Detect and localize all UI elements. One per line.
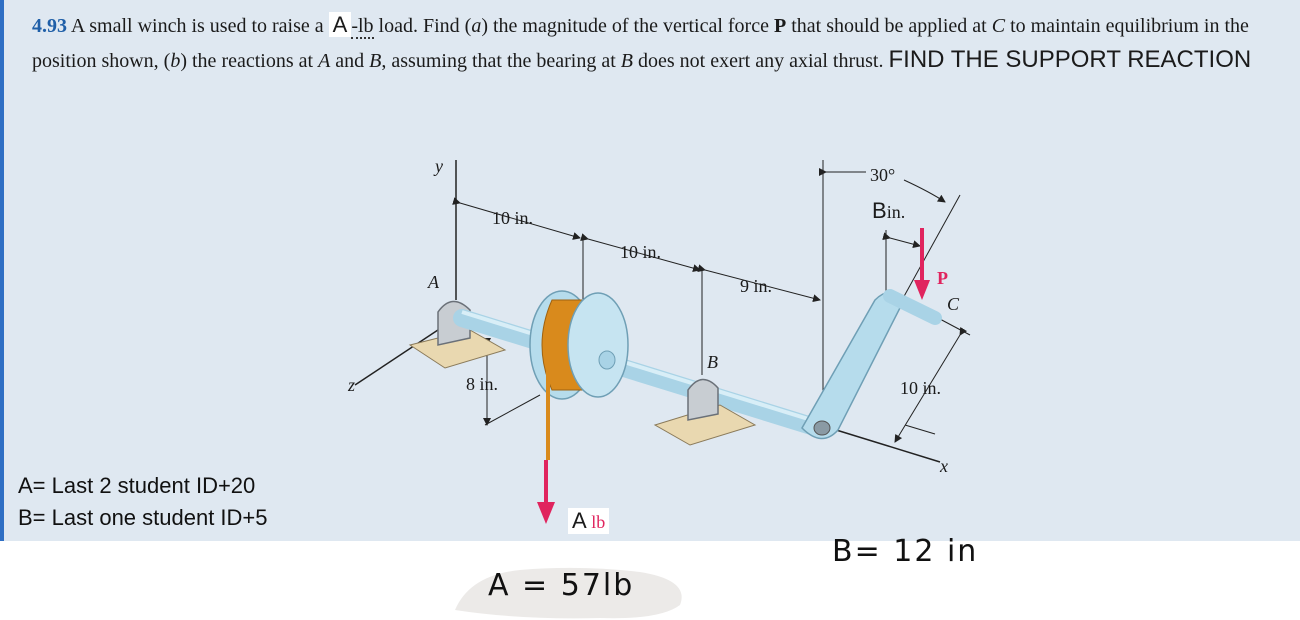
dim-label-10: 10 in. — [900, 378, 942, 398]
crank-length-label: Bin. — [872, 198, 906, 223]
problem-statement: 4.93 A small winch is used to raise a A-… — [32, 12, 1252, 73]
crank-handle — [883, 289, 942, 325]
drum-right-flange — [567, 292, 629, 398]
angle-label: 30° — [870, 165, 896, 185]
x-axis-label: x — [940, 456, 948, 476]
dim-line-2 — [580, 233, 701, 272]
shaft — [453, 309, 827, 437]
student-notes: A= Last 2 student ID+20 B= Last one stud… — [18, 470, 268, 534]
crank-arm — [801, 291, 906, 440]
dim-label-2: 10 in. — [620, 242, 662, 262]
point-b-label: B — [707, 352, 718, 372]
dim-label-3: 9 in. — [740, 276, 773, 296]
dim-line-3 — [697, 264, 821, 303]
point-c-label: C — [947, 294, 960, 314]
note-b: B= Last one student ID+5 — [18, 505, 268, 530]
z-axis-label: z — [348, 375, 356, 395]
dim-line-1 — [452, 197, 581, 240]
note-a: A= Last 2 student ID+20 — [18, 473, 256, 498]
load-label: A lb — [568, 508, 610, 534]
point-a-label: A — [428, 272, 439, 292]
bearing-b-pillow — [687, 378, 719, 421]
dim-label-1: 10 in. — [492, 208, 534, 228]
x-axis-line — [819, 424, 941, 463]
handwriting-shadow — [455, 567, 682, 619]
y-axis-label: y — [435, 156, 443, 176]
load-variable-box: A — [328, 12, 352, 37]
dim-line-10 — [894, 326, 968, 443]
problem-number: 4.93 — [32, 15, 67, 37]
dim-label-8: 8 in. — [466, 374, 499, 394]
instruction-text: FIND THE SUPPORT REACTION — [888, 46, 1252, 73]
handwritten-a-value: A = 57lb — [488, 568, 635, 603]
handwritten-b-value: B= 12 in — [832, 534, 979, 569]
force-p-label: P — [937, 268, 948, 288]
